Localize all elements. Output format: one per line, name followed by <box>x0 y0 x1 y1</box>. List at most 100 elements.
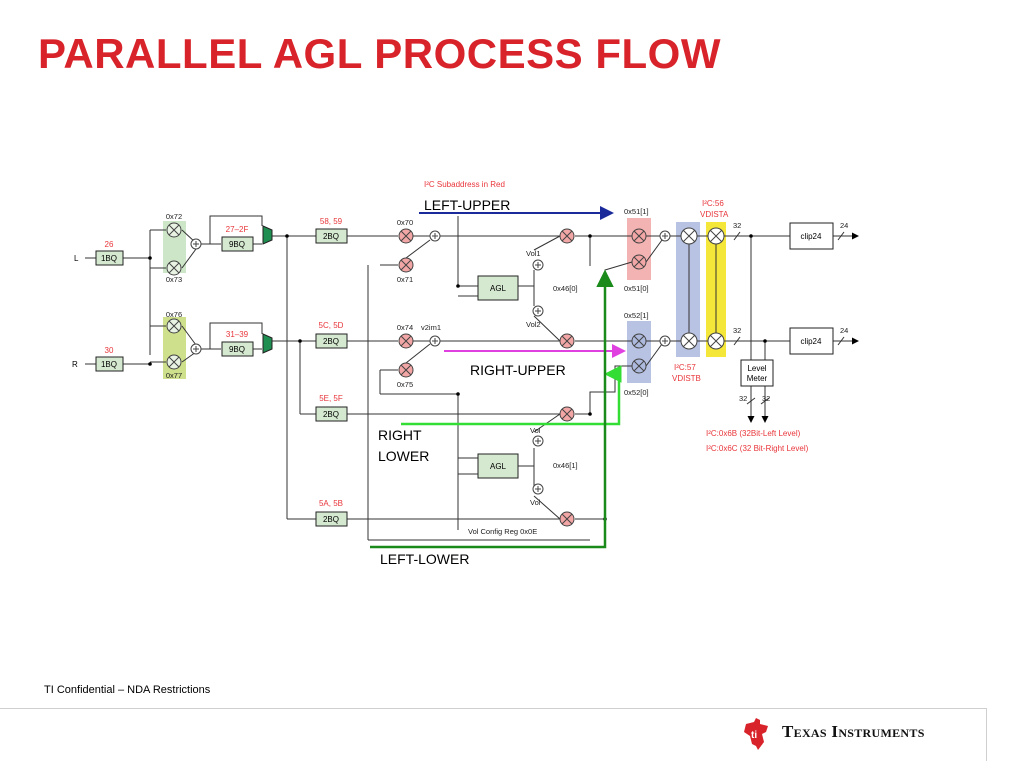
bq2-a-label: 2BQ <box>323 232 339 241</box>
mixer-vdistb-1 <box>680 332 698 350</box>
confidential-notice: TI Confidential – NDA Restrictions <box>44 684 211 696</box>
label-32-upper: 32 <box>733 221 741 230</box>
mixer-0x51-0 <box>631 254 647 270</box>
ti-company-name: Texas Instruments <box>782 722 925 741</box>
red-panel-x51 <box>627 218 651 280</box>
label-vdista: VDISTA <box>700 210 729 219</box>
label-0x46-0: 0x46[0] <box>553 284 578 293</box>
clip-lower-label: clip24 <box>801 337 822 346</box>
mixer-vol1 <box>559 228 575 244</box>
left-lower-arrow <box>370 269 614 549</box>
bq2-c <box>315 406 348 422</box>
label-0x51-0: 0x51[0] <box>624 284 649 293</box>
bq2-b-label: 2BQ <box>323 337 339 346</box>
signal-wires <box>85 215 859 541</box>
filter-blocks <box>95 222 834 527</box>
level-meter-label-2: Meter <box>747 374 768 383</box>
adder-nodes <box>190 230 671 495</box>
label-i2c56: I²C:56 <box>702 199 724 208</box>
label-58-59: 58, 59 <box>320 217 343 226</box>
mixer-0x75 <box>398 362 414 378</box>
label-0x75: 0x75 <box>397 380 413 389</box>
label-5e-5f: 5E, 5F <box>319 394 343 403</box>
bq1-left <box>95 250 124 266</box>
label-i2c57: I²C:57 <box>674 363 696 372</box>
bq2-c-label: 2BQ <box>323 410 339 419</box>
blue-panel-x52 <box>627 321 651 383</box>
mixer-0x52-0 <box>631 358 647 374</box>
label-vol2: Vol2 <box>526 320 541 329</box>
ti-logo-icon: ti <box>744 718 768 750</box>
bq2-d-label: 2BQ <box>323 515 339 524</box>
label-0x71: 0x71 <box>397 275 413 284</box>
label-i2c-6c: I²C:0x6C (32 Bit-Right Level) <box>706 444 809 453</box>
label-vol1: Vol1 <box>526 249 541 258</box>
agl-upper-label: AGL <box>490 284 507 293</box>
mixer-vdistb-2 <box>707 332 725 350</box>
input-l-label: L <box>74 254 79 263</box>
label-30: 30 <box>105 346 114 355</box>
svg-text:ti: ti <box>751 730 757 741</box>
mixer-vdista-2 <box>707 227 725 245</box>
label-right-lower-2: LOWER <box>378 448 429 464</box>
label-v2im1: v2im1 <box>421 323 441 332</box>
agl-upper <box>477 275 519 301</box>
label-24-lower: 24 <box>840 326 848 335</box>
label-vdistb: VDISTB <box>672 374 701 383</box>
label-0x74: 0x74 <box>397 323 413 332</box>
label-vol-a: Vol <box>530 426 541 435</box>
label-right-upper: RIGHT-UPPER <box>470 362 566 378</box>
junction-dots <box>148 234 767 521</box>
label-27-2f: 27–2F <box>226 225 249 234</box>
mixer-0x74 <box>398 333 414 349</box>
bq1-right <box>95 356 124 372</box>
input-r-label: R <box>72 360 78 369</box>
bq9-left-label: 9BQ <box>229 240 245 249</box>
bq2-a <box>315 228 348 244</box>
label-0x70: 0x70 <box>397 218 413 227</box>
clip-upper-label: clip24 <box>801 232 822 241</box>
label-0x73: 0x73 <box>166 275 182 284</box>
label-24-upper: 24 <box>840 221 848 230</box>
slide-title: PARALLEL AGL PROCESS FLOW <box>38 30 721 77</box>
label-0x76: 0x76 <box>166 310 182 319</box>
label-32-lower: 32 <box>733 326 741 335</box>
bus-width-marks <box>733 231 845 405</box>
label-5a-5b: 5A, 5B <box>319 499 343 508</box>
bq9-left <box>221 236 254 252</box>
mixer-0x70 <box>398 228 414 244</box>
green-tab-left <box>262 225 273 245</box>
mixer-vol-a <box>559 406 575 422</box>
label-32-meter-r: 32 <box>762 394 770 403</box>
level-meter <box>740 359 774 387</box>
label-5c-5d: 5C, 5D <box>319 321 344 330</box>
clip-lower <box>789 327 834 355</box>
agl-lower <box>477 453 519 479</box>
label-0x77: 0x77 <box>166 371 182 380</box>
bq9-right <box>221 341 254 357</box>
label-left-lower: LEFT-LOWER <box>380 551 469 567</box>
label-left-upper: LEFT-UPPER <box>424 197 510 213</box>
mixer-0x76 <box>166 318 182 334</box>
bq1-right-label: 1BQ <box>101 360 117 369</box>
label-0x52-0: 0x52[0] <box>624 388 649 397</box>
label-0x72: 0x72 <box>166 212 182 221</box>
label-vol-config: Vol Config Reg 0x0E <box>468 527 537 536</box>
clip-upper <box>789 222 834 250</box>
label-0x52-1: 0x52[1] <box>624 311 649 320</box>
label-26: 26 <box>105 240 114 249</box>
mixer-nodes <box>166 222 725 527</box>
label-i2c-6b: I²C:0x6B (32Bit-Left Level) <box>706 429 801 438</box>
agl-lower-label: AGL <box>490 462 507 471</box>
label-right-lower-1: RIGHT <box>378 427 422 443</box>
mixer-0x51-1 <box>631 228 647 244</box>
i2c-note: I²C Subaddress in Red <box>424 180 505 189</box>
green-tab-right <box>262 333 273 354</box>
right-lower-arrow <box>401 365 622 426</box>
mixer-vdista-1 <box>680 227 698 245</box>
label-31-39: 31–39 <box>226 330 249 339</box>
label-vol-b: Vol <box>530 498 541 507</box>
mixer-0x73 <box>166 260 182 276</box>
footer-bar <box>0 708 987 761</box>
mixer-0x77 <box>166 354 182 370</box>
